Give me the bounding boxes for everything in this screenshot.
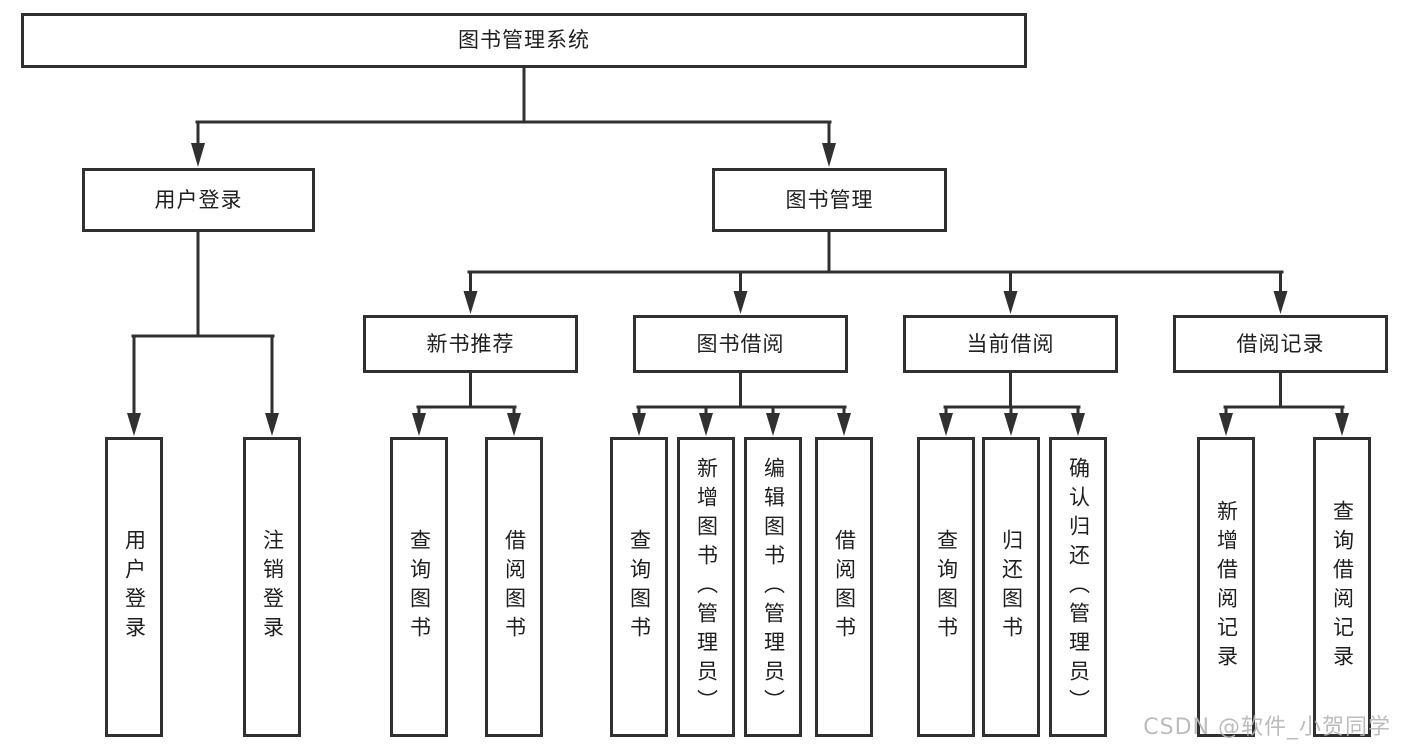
node-label: 确认归还（管理员） bbox=[1066, 456, 1091, 718]
csdn-watermark: CSDN @软件_小贺同学 bbox=[1143, 715, 1391, 740]
node-label: 图书管理 bbox=[785, 187, 874, 212]
node-user-login: 用户登录 bbox=[82, 168, 315, 232]
node-label: 新书推荐 bbox=[426, 331, 515, 356]
leaf-borrow-books-recommend: 借阅图书 bbox=[485, 437, 543, 737]
leaf-add-book-admin: 新增图书（管理员） bbox=[677, 437, 735, 737]
node-label: 用户登录 bbox=[122, 529, 147, 645]
leaf-add-borrow-record: 新增借阅记录 bbox=[1197, 437, 1255, 737]
leaf-edit-book-admin: 编辑图书（管理员） bbox=[744, 437, 802, 737]
leaf-query-books-borrowing: 查询图书 bbox=[610, 437, 668, 737]
node-new-book-recommend: 新书推荐 bbox=[363, 315, 578, 373]
node-label: 查询图书 bbox=[934, 529, 959, 645]
node-label: 图书管理系统 bbox=[458, 28, 590, 52]
node-library-management-system: 图书管理系统 bbox=[21, 13, 1027, 68]
node-label: 图书借阅 bbox=[696, 331, 785, 356]
node-current-borrowing: 当前借阅 bbox=[903, 315, 1118, 373]
node-label: 查询图书 bbox=[407, 529, 432, 645]
node-label: 新增图书（管理员） bbox=[694, 456, 719, 718]
node-label: 借阅图书 bbox=[832, 529, 857, 645]
leaf-query-books-current: 查询图书 bbox=[917, 437, 975, 737]
node-label: 归还图书 bbox=[999, 529, 1024, 645]
leaf-confirm-return-admin: 确认归还（管理员） bbox=[1049, 437, 1107, 737]
leaf-query-books-recommend: 查询图书 bbox=[390, 437, 448, 737]
leaf-borrow-books: 借阅图书 bbox=[815, 437, 873, 737]
node-label: 借阅记录 bbox=[1236, 331, 1325, 356]
leaf-user-login: 用户登录 bbox=[105, 437, 163, 737]
leaf-logout: 注销登录 bbox=[243, 437, 301, 737]
node-label: 查询借阅记录 bbox=[1330, 500, 1355, 674]
node-label: 编辑图书（管理员） bbox=[761, 456, 786, 718]
node-label: 当前借阅 bbox=[966, 331, 1055, 356]
leaf-query-borrow-record: 查询借阅记录 bbox=[1313, 437, 1371, 737]
node-label: 用户登录 bbox=[154, 187, 243, 212]
node-borrowing-records: 借阅记录 bbox=[1173, 315, 1388, 373]
node-label: 注销登录 bbox=[260, 529, 285, 645]
node-label: 新增借阅记录 bbox=[1214, 500, 1239, 674]
node-label: 查询图书 bbox=[627, 529, 652, 645]
node-book-management: 图书管理 bbox=[712, 168, 947, 232]
leaf-return-books: 归还图书 bbox=[982, 437, 1040, 737]
node-label: 借阅图书 bbox=[502, 529, 527, 645]
arrowheads bbox=[127, 143, 1349, 436]
node-book-borrowing: 图书借阅 bbox=[633, 315, 848, 373]
